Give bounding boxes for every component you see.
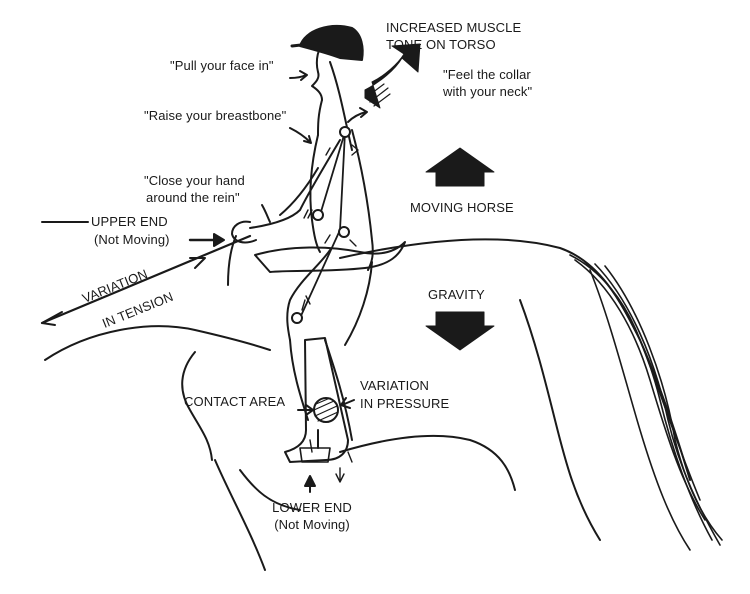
rein-arrow-right — [189, 257, 206, 269]
horse-foreleg-outline — [214, 459, 266, 571]
horse-tail — [569, 254, 723, 551]
gravity-arrow — [425, 311, 495, 351]
close-hand-arrow — [261, 204, 271, 223]
label-upper-end-line2: (Not Moving) — [94, 232, 170, 247]
skeleton-lines — [299, 131, 346, 319]
boot-motion-arrows — [309, 439, 353, 483]
rider-forearm — [279, 167, 319, 216]
collar-arrow — [347, 111, 367, 123]
stirrup — [299, 447, 331, 463]
rider-thigh-bottom — [344, 261, 373, 346]
label-upper-end-line1: UPPER END — [91, 214, 168, 229]
label-moving-horse: MOVING HORSE — [410, 200, 514, 215]
rein-line — [40, 234, 252, 325]
label-gravity: GRAVITY — [428, 287, 485, 302]
rider-face — [311, 39, 326, 101]
muscle-tone-arrow — [364, 43, 421, 109]
pressure-arrow — [341, 399, 355, 406]
knee-joint — [291, 312, 303, 324]
saddle — [254, 241, 406, 273]
label-lower-end-line2: (Not Moving) — [274, 517, 350, 532]
label-raise-breastbone: "Raise your breastbone" — [144, 108, 287, 123]
label-lower-end-line1: LOWER END — [272, 500, 352, 515]
contact-area-hatch — [313, 397, 339, 422]
horse-hindquarter-outline — [519, 299, 601, 541]
contact-area-circle — [313, 397, 339, 423]
rider-thigh-top — [286, 249, 331, 341]
helmet-brim — [290, 42, 312, 48]
joint-motion-arrows — [301, 144, 359, 311]
breastbone-arrow — [289, 127, 311, 143]
rein-arrow-left — [41, 311, 63, 326]
rider-helmet — [299, 25, 364, 61]
rein-loop — [227, 235, 237, 286]
rider-neck — [317, 99, 323, 136]
horse-back-outline — [339, 238, 691, 481]
label-variation-pressure-line2: IN PRESSURE — [360, 396, 450, 411]
rider-torso-back — [351, 129, 374, 271]
horse-chest-outline — [181, 351, 213, 461]
shoulder-joint — [339, 126, 351, 138]
label-increased-muscle-line2: TONE ON TORSO — [386, 37, 496, 52]
moving-horse-arrow — [425, 147, 495, 187]
rider-hair — [329, 61, 353, 151]
label-close-hand-line1: "Close your hand — [144, 173, 245, 188]
label-increased-muscle-line1: INCREASED MUSCLE — [386, 20, 522, 35]
horse-belly-front — [239, 469, 301, 511]
muscle-tone-hatching — [367, 83, 391, 107]
horse-belly-outline — [339, 434, 516, 491]
rider-boot — [284, 337, 349, 463]
label-contact-area: CONTACT AREA — [184, 394, 286, 409]
label-close-hand-line2: around the rein" — [146, 190, 240, 205]
label-feel-collar-line2: with your neck" — [443, 84, 533, 99]
rider-arm — [249, 139, 341, 229]
hip-joint — [338, 226, 350, 238]
rider-torso-front — [309, 134, 321, 253]
label-feel-collar-line1: "Feel the collar — [443, 67, 531, 82]
horse-shoulder-outline — [44, 325, 271, 361]
elbow-joint — [312, 209, 324, 221]
label-pull-face: "Pull your face in" — [170, 58, 274, 73]
rider-hand — [231, 220, 257, 244]
label-variation-pressure-line1: VARIATION — [360, 378, 430, 393]
